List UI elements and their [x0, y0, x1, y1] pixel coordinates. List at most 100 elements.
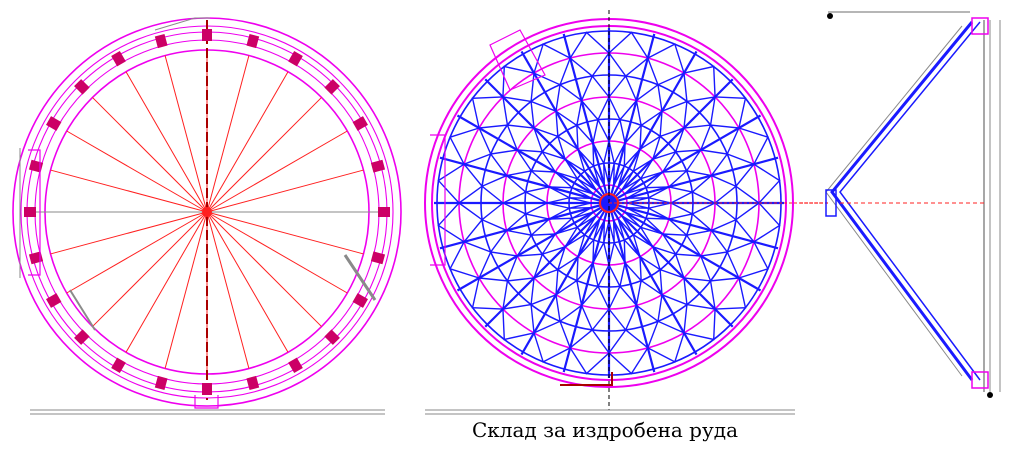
- radial-member: [439, 201, 610, 250]
- diagonal-member: [683, 309, 716, 341]
- radial-member: [608, 202, 762, 292]
- column: [352, 293, 368, 308]
- dome-annex: [425, 29, 795, 415]
- diagonal-member: [437, 163, 465, 204]
- radial-member: [608, 202, 698, 356]
- diagonal-member: [569, 347, 610, 375]
- diagonal-member: [734, 163, 760, 204]
- diagonal-member: [647, 332, 685, 363]
- crown-node: [825, 189, 837, 217]
- diagonal-member: [608, 96, 637, 121]
- diagonal-member: [709, 277, 739, 310]
- dome-profile: [830, 21, 974, 381]
- diagonal-member: [592, 140, 610, 166]
- radial-axis: [164, 55, 208, 213]
- column: [378, 207, 390, 217]
- diagonal-member: [644, 217, 669, 235]
- diagonal-member: [533, 268, 559, 295]
- diagonal-member: [517, 127, 544, 153]
- diagonal-member: [738, 127, 769, 165]
- radial-axis: [206, 130, 348, 213]
- marker: [987, 392, 993, 398]
- diagonal-member: [592, 262, 610, 289]
- diagonal-member: [683, 73, 716, 103]
- column: [324, 329, 340, 345]
- diagonal-member: [685, 149, 712, 177]
- diagonal-member: [471, 277, 503, 310]
- radial-axes: [30, 20, 390, 400]
- diagonal-member: [437, 202, 465, 243]
- diagonal-member: [674, 127, 701, 153]
- gate-annex: [489, 29, 546, 91]
- diagonal-member: [647, 57, 685, 86]
- radial-axis: [50, 169, 208, 213]
- column: [246, 375, 260, 391]
- gate-wall: [194, 395, 219, 409]
- diagonal-member: [564, 233, 586, 257]
- diagonal-member: [463, 127, 492, 165]
- diagonal-member: [533, 332, 571, 363]
- column: [202, 29, 212, 41]
- center-node: [202, 207, 212, 217]
- top-support: [971, 17, 989, 35]
- radial-member: [607, 33, 656, 204]
- diagonal-member: [523, 202, 550, 220]
- radial-axis: [164, 211, 208, 369]
- diagonal-member: [715, 96, 747, 129]
- diagonal-member: [479, 277, 509, 310]
- diagonal-member: [577, 143, 595, 168]
- radial-axis: [206, 71, 289, 213]
- diagonal-member: [608, 52, 649, 78]
- diagonal-member: [608, 31, 649, 59]
- radial-member: [608, 156, 779, 205]
- diagonal-member: [668, 186, 695, 204]
- diagonal-member: [659, 268, 685, 295]
- column: [324, 79, 340, 95]
- radial-member: [520, 50, 610, 204]
- column: [154, 33, 168, 49]
- radial-axis: [125, 211, 208, 353]
- radial-member: [484, 202, 610, 328]
- column: [28, 251, 44, 265]
- diagonal-member: [683, 65, 716, 97]
- diagonal-member: [502, 202, 527, 231]
- column: [370, 159, 386, 173]
- diagonal-member: [549, 171, 574, 189]
- column: [74, 79, 90, 95]
- column: [46, 293, 62, 308]
- diagonal-member: [546, 186, 572, 204]
- radial-member: [520, 202, 610, 356]
- radial-axis: [206, 211, 322, 327]
- diagonal-member: [463, 241, 492, 279]
- radial-axis: [206, 97, 322, 213]
- radial-axis: [206, 211, 250, 369]
- diagonal-member: [734, 202, 760, 243]
- diagonal-member: [502, 175, 527, 204]
- radial-member: [456, 114, 610, 204]
- radial-member: [484, 78, 610, 204]
- column: [352, 116, 368, 131]
- radial-axis: [206, 55, 250, 213]
- diagonal-member: [623, 238, 641, 263]
- gate-annex: [560, 372, 613, 386]
- hatch: [343, 254, 377, 301]
- diagonal-member: [479, 96, 509, 129]
- diagonal-member: [523, 186, 550, 204]
- diagonal-member: [639, 158, 663, 180]
- dome-profile: [839, 21, 981, 381]
- foundation-plan: [12, 17, 402, 415]
- radial-member: [607, 202, 656, 373]
- diagonal-member: [726, 241, 755, 279]
- column: [28, 159, 44, 173]
- diagonal-member: [753, 163, 781, 204]
- radial-axis: [206, 211, 364, 255]
- column: [111, 51, 126, 67]
- diagonal-member: [569, 328, 610, 354]
- marker: [827, 13, 833, 19]
- diagonal-member: [644, 171, 669, 189]
- column: [370, 251, 386, 265]
- diagonal-member: [632, 233, 654, 257]
- foundation-annex: [19, 17, 385, 415]
- radial-member: [562, 202, 611, 373]
